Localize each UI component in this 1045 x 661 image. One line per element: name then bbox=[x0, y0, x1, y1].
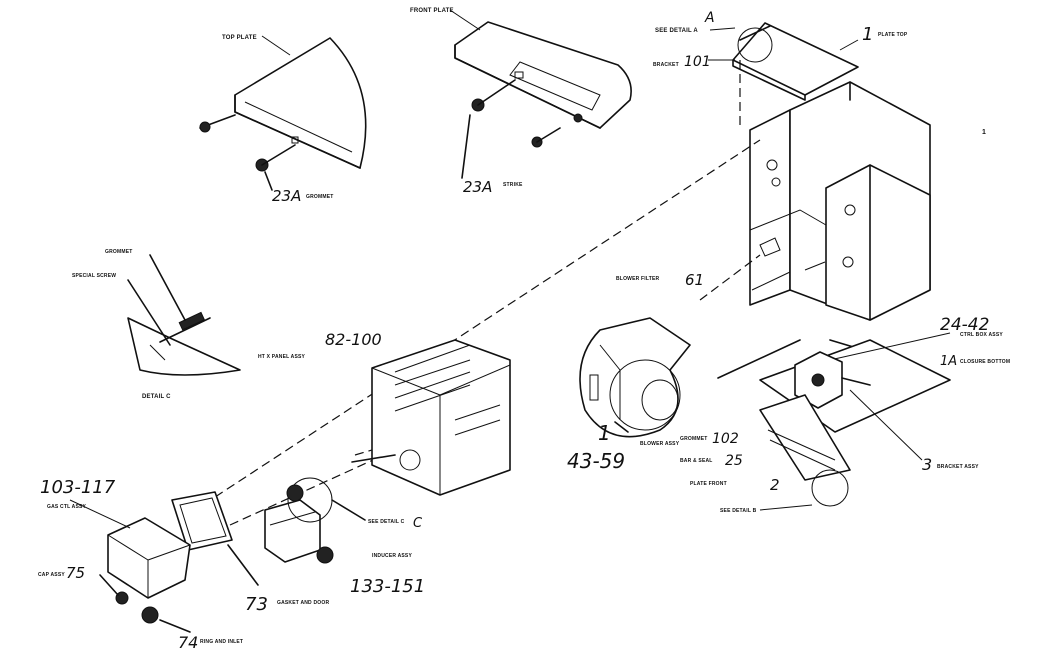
gas-ctrl-label: GAS CTL ASSY bbox=[47, 504, 87, 510]
callout-25: 25 bbox=[725, 453, 743, 469]
callout-75: 75 bbox=[66, 564, 85, 582]
grommet-detail-label: GROMMET bbox=[105, 249, 133, 255]
callout-1a: 1A bbox=[940, 354, 957, 369]
see-detail-b-label: SEE DETAIL B bbox=[720, 508, 757, 514]
front-plate-leader bbox=[449, 9, 481, 31]
guide-line-3 bbox=[229, 399, 506, 526]
control-box-part bbox=[759, 351, 871, 507]
strike-label: STRIKE bbox=[503, 182, 523, 188]
inducer-label: INDUCER ASSY bbox=[372, 553, 412, 559]
callout-103-leader bbox=[69, 499, 131, 529]
inducer-part bbox=[264, 477, 366, 564]
callout-3-leader bbox=[849, 389, 923, 461]
plate-front-label: PLATE FRONT bbox=[690, 481, 727, 487]
blower-assy-label: BLOWER ASSY bbox=[640, 441, 680, 447]
callout-61: 61 bbox=[685, 271, 704, 289]
gasket-part bbox=[171, 491, 259, 586]
callout-133-151: 133-151 bbox=[350, 576, 425, 597]
heat-exchanger-part bbox=[351, 339, 511, 496]
callout-23a-right: 23A bbox=[463, 178, 492, 196]
callout-1-leader bbox=[839, 39, 859, 51]
see-detail-c-label: SEE DETAIL C bbox=[368, 519, 405, 525]
cap-label: CAP ASSY bbox=[38, 572, 65, 578]
callout-24-42-leader bbox=[829, 332, 951, 361]
callout-103-117: 103-117 bbox=[40, 477, 116, 498]
grommet-right-label: GROMMET bbox=[680, 436, 708, 442]
blower-filter-label: BLOWER FILTER bbox=[616, 276, 660, 282]
blower-rail bbox=[717, 339, 801, 379]
callout-73: 73 bbox=[245, 594, 268, 615]
grommet-left-label: GROMMET bbox=[306, 194, 334, 200]
front-plate-part bbox=[454, 21, 632, 179]
callout-43-59: 43-59 bbox=[567, 449, 625, 473]
page-mark: 1 bbox=[982, 129, 986, 136]
callout-blower-1: 1 bbox=[598, 421, 611, 445]
top-plate-label: TOP PLATE bbox=[222, 35, 257, 41]
bracket-assy-label: BRACKET ASSY bbox=[937, 464, 979, 470]
heat-exchanger-label: HT X PANEL ASSY bbox=[258, 354, 306, 360]
detail-b-leader bbox=[759, 504, 813, 511]
callout-82-100: 82-100 bbox=[325, 330, 382, 349]
detail-c-caption: DETAIL C bbox=[142, 394, 171, 400]
callout-23a-left: 23A bbox=[272, 187, 301, 205]
filter-guide bbox=[699, 254, 761, 301]
top-right-plate-part bbox=[732, 22, 859, 101]
front-plate-label: FRONT PLATE bbox=[410, 8, 454, 14]
closure-bottom-label: CLOSURE BOTTOM bbox=[960, 359, 1010, 365]
blower-part bbox=[579, 317, 691, 438]
top-plate-leader bbox=[261, 35, 291, 56]
callout-101: 101 bbox=[684, 54, 711, 70]
detail-a-leader bbox=[709, 27, 736, 31]
see-detail-a-label: SEE DETAIL A bbox=[655, 28, 698, 34]
callout-a-letter: A bbox=[704, 10, 715, 26]
ring-inlet-label: RING AND INLET bbox=[200, 639, 243, 645]
callout-1: 1 bbox=[862, 24, 873, 45]
plate-top-label: PLATE TOP bbox=[878, 32, 908, 38]
callout-102: 102 bbox=[712, 431, 739, 447]
ctrl-box-label: CTRL BOX ASSY bbox=[960, 332, 1003, 338]
callout-74: 74 bbox=[178, 633, 198, 652]
callout-3: 3 bbox=[922, 455, 932, 474]
top-plate-part bbox=[199, 37, 367, 191]
guide-line-1 bbox=[179, 139, 761, 521]
callout-2: 2 bbox=[770, 476, 780, 494]
special-screw-label: SPECIAL SCREW bbox=[72, 273, 116, 279]
bar-seal-label: BAR & SEAL bbox=[680, 458, 713, 464]
callout-24-42: 24-42 bbox=[940, 315, 989, 335]
gasket-door-label: GASKET AND DOOR bbox=[277, 600, 329, 606]
bracket-top-label: BRACKET bbox=[653, 62, 679, 68]
gas-control-part bbox=[99, 517, 191, 633]
callout-c-letter: C bbox=[413, 516, 423, 531]
detail-c-part bbox=[127, 254, 241, 376]
